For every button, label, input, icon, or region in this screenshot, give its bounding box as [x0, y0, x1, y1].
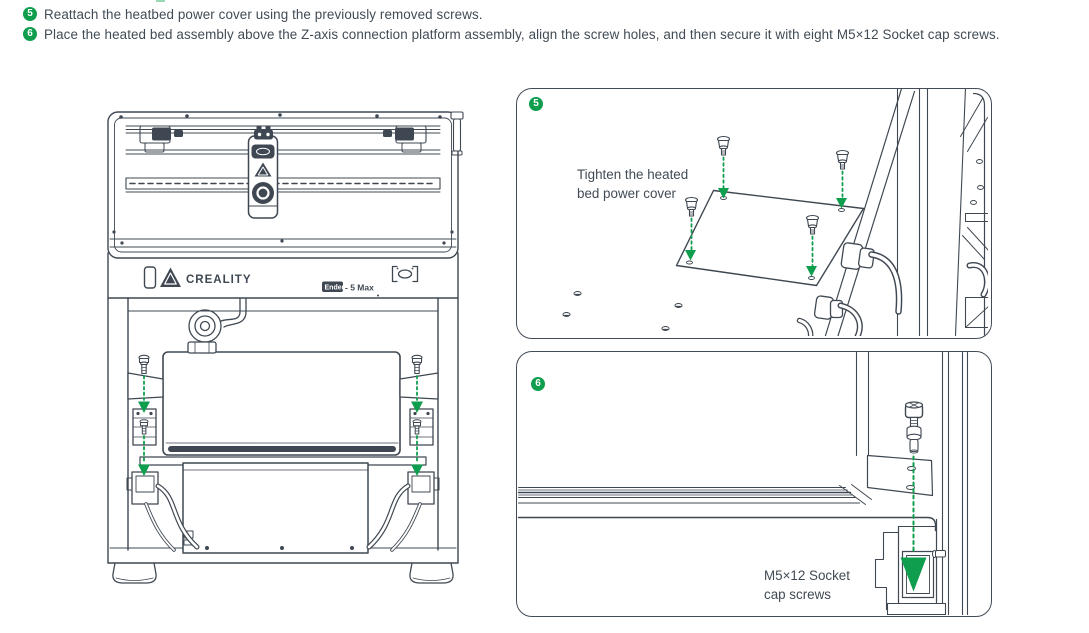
- model-badge-text: Ender: [325, 285, 345, 292]
- bed-cables: [144, 483, 422, 552]
- green-arrow-icon: [836, 198, 847, 209]
- psu-box: [182, 462, 369, 554]
- print-head: [247, 126, 279, 219]
- heated-bed: [162, 351, 401, 456]
- tube-fittings: [796, 242, 903, 336]
- step-6-badge: 6: [23, 27, 37, 41]
- platform-screw-holes: [562, 291, 683, 331]
- bed-support-hardware: [126, 372, 440, 505]
- printer-front-view-illustration: CREALITY Ender - 5 Max: [107, 111, 464, 584]
- page-edge-artifact: [156, 0, 165, 2]
- green-arrow-icon: [138, 464, 150, 476]
- green-arrow-icon: [411, 464, 423, 476]
- instruction-list: 5 Reattach the heatbed power cover using…: [23, 6, 1000, 46]
- bed-cable-coil: [187, 298, 247, 354]
- screw-icon: [138, 354, 150, 375]
- right-screws-and-arrows: [411, 354, 423, 476]
- detail-panel-step-6: 6 M5×12 Socket cap screws: [516, 351, 992, 617]
- left-foot: [112, 562, 157, 584]
- instruction-step-5: 5 Reattach the heatbed power cover using…: [23, 6, 1000, 22]
- instruction-step-6: 6 Place the heated bed assembly above th…: [23, 26, 1000, 42]
- heatbed-power-cover-plate: [675, 189, 865, 287]
- heatbed-power-cover-illustration: [562, 89, 988, 336]
- screw-icon: [412, 419, 422, 435]
- green-arrow-icon: [718, 188, 729, 199]
- instruction-text: Place the heated bed assembly above the …: [44, 27, 1000, 42]
- left-screws-and-arrows: [138, 354, 150, 476]
- green-arrow-icon: [138, 401, 150, 413]
- screw-icon: [139, 419, 149, 435]
- step-5-badge: 5: [23, 7, 37, 21]
- green-arrow-icon: [900, 557, 927, 592]
- panel-5-label: Tighten the heated bed power cover: [577, 167, 689, 201]
- screw-icon: [805, 214, 820, 235]
- door-handle: [143, 266, 157, 289]
- creality-brand-text: CREALITY: [186, 274, 252, 286]
- frame-screw-dots: [112, 113, 454, 245]
- frame-corner-structure: [896, 89, 988, 336]
- green-arrow-icon: [411, 401, 423, 413]
- screw-icon: [411, 354, 423, 375]
- socket-screw-detail-illustration: [517, 352, 969, 615]
- model-suffix-text: - 5 Max: [345, 283, 374, 293]
- creality-triangle-icon: [254, 162, 272, 177]
- instruction-text: Reattach the heatbed power cover using t…: [44, 7, 483, 22]
- screw-icon: [684, 196, 699, 217]
- platform-edge: [824, 89, 916, 336]
- panel-5-badge: 5: [529, 97, 543, 111]
- socket-cap-screw-assembly: [904, 401, 924, 454]
- cover-screws-and-arrows: [684, 135, 850, 277]
- panel-6-badge: 6: [531, 377, 545, 391]
- green-arrow-icon: [685, 250, 696, 261]
- z-connection-plate: [866, 454, 934, 497]
- green-arrow-icon: [806, 266, 817, 277]
- screw-icon: [716, 135, 731, 156]
- panel-6-label: M5×12 Socket cap screws: [764, 568, 850, 602]
- brand-band: CREALITY Ender - 5 Max: [107, 252, 459, 564]
- gantry-top-frame: [107, 111, 464, 259]
- screw-icon: [835, 149, 850, 170]
- detail-panel-step-5: 5 Tighten the heated bed power cover: [516, 88, 992, 339]
- right-foot: [409, 562, 454, 584]
- filament-sensor: [450, 111, 464, 156]
- heated-bed-edge: [517, 484, 937, 532]
- power-switch-icon: [391, 265, 419, 283]
